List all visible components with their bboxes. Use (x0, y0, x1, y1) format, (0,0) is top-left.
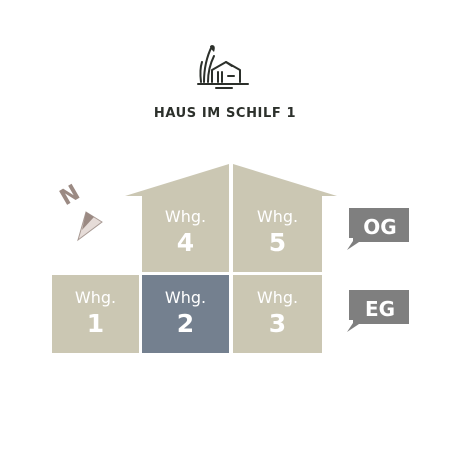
apartment-3[interactable]: Whg. 3 (233, 275, 322, 353)
apartment-number: 4 (176, 227, 195, 257)
apartment-number: 1 (86, 309, 105, 338)
apartment-number: 2 (176, 309, 195, 338)
apartment-number: 5 (268, 227, 287, 257)
apartment-5[interactable]: Whg. 5 (233, 193, 322, 272)
apartment-label: Whg. (256, 288, 299, 307)
house-reeds-icon (197, 45, 249, 89)
page-title: HAUS IM SCHILF 1 (153, 106, 297, 121)
tag-shape (347, 290, 409, 332)
apartment-number: 3 (268, 309, 287, 338)
floor-tag-label: OG (363, 215, 397, 239)
floor-tag-eg[interactable]: EG (345, 290, 409, 332)
compass-letter: N (56, 180, 84, 211)
tag-shape (347, 208, 409, 250)
apartment-label: Whg. (256, 206, 299, 226)
apartment-1[interactable]: Whg. 1 (52, 275, 139, 353)
apartment-label: Whg. (164, 206, 207, 226)
apartment-4[interactable]: Whg. 4 (142, 193, 229, 272)
apartment-2[interactable]: Whg. 2 (142, 275, 229, 353)
floor-tag-og[interactable]: OG (345, 208, 409, 250)
roof-right (233, 164, 337, 196)
compass-north-icon: N (56, 180, 103, 242)
apartment-label: Whg. (74, 288, 117, 307)
apartment-label: Whg. (164, 288, 207, 307)
roof-left (125, 164, 229, 196)
floor-tag-label: EG (364, 297, 396, 321)
